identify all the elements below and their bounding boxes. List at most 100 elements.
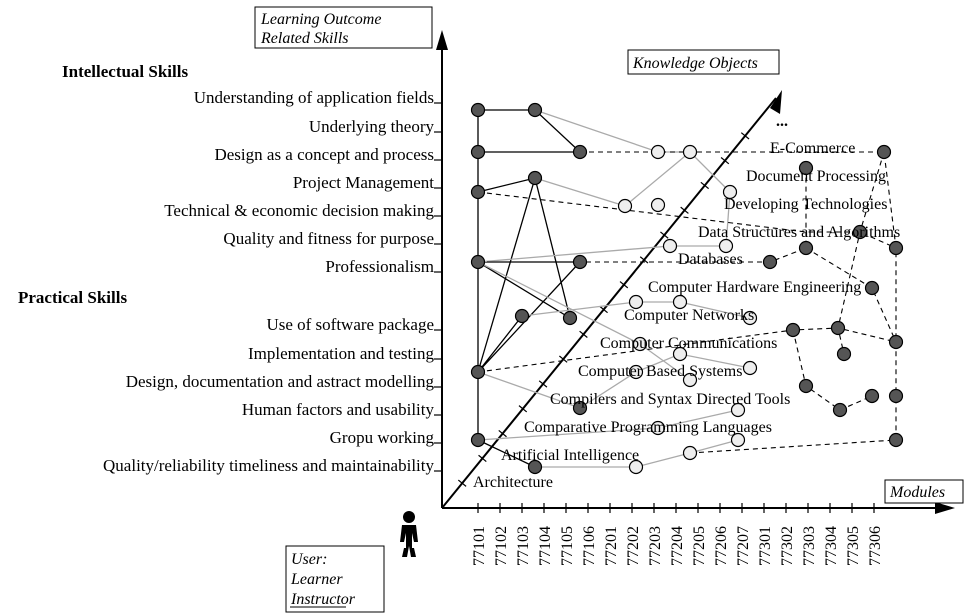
user-box-line-2: Learner (290, 571, 343, 588)
dark-node (762, 254, 778, 270)
dark-node (836, 346, 852, 362)
knowledge-object-label: Computer Based Systems (578, 363, 742, 380)
light-node (662, 238, 678, 254)
skill-label: Use of software package (266, 315, 434, 334)
module-label: 77204 (669, 526, 686, 566)
z-axis-ticks (457, 132, 750, 487)
nodes (470, 102, 904, 475)
dark-node (798, 378, 814, 394)
connection-line (477, 177, 536, 373)
knowledge-object-label: Artificial Intelligence (501, 447, 639, 464)
knowledge-object-label: E-Commerce (770, 140, 855, 157)
connection-line (535, 439, 739, 468)
axis-tick (740, 132, 750, 140)
dark-node (572, 144, 588, 160)
module-label: 77304 (823, 526, 840, 566)
skill-label: Project Management (293, 173, 434, 192)
practical-skills-heading: Practical Skills (18, 288, 127, 307)
connection-line (477, 439, 536, 468)
light-node (628, 294, 644, 310)
dark-node (830, 320, 846, 336)
knowledge-object-labels: Architecture Artificial Intelligence Com… (473, 113, 900, 491)
light-node (718, 238, 734, 254)
dark-node (572, 400, 588, 416)
skill-label: Technical & economic decision making (164, 201, 434, 220)
dark-node (514, 308, 530, 324)
knowledge-object-label: Architecture (473, 474, 553, 491)
skill-label: Underlying theory (309, 117, 435, 136)
light-node (632, 336, 648, 352)
axis-tick (619, 281, 629, 289)
module-label: 77203 (647, 526, 664, 566)
z-axis-arrow (770, 90, 782, 114)
dark-node (527, 170, 543, 186)
dark-node (785, 322, 801, 338)
y-axis-title-line-1: Learning Outcome (260, 11, 381, 28)
dark-node (852, 224, 868, 240)
knowledge-object-label: Comparative Programming Languages (524, 419, 772, 436)
intellectual-skill-labels: Understanding of application fields Unde… (164, 88, 434, 276)
light-node (650, 144, 666, 160)
user-box-line-3: Instructor (290, 591, 356, 608)
module-label: 77202 (625, 526, 642, 566)
dark-node (470, 432, 486, 448)
module-label: 77207 (735, 526, 752, 566)
axis-tick (579, 330, 588, 338)
dark-node (864, 388, 880, 404)
z-axis-title: Knowledge Objects (632, 55, 758, 72)
light-node (682, 445, 698, 461)
dark-node (876, 144, 892, 160)
dark-node (470, 102, 486, 118)
knowledge-object-label: Document Processing (746, 168, 886, 185)
skill-label: Human factors and usability (242, 400, 435, 419)
module-label: 77103 (515, 526, 532, 566)
module-label: 77301 (757, 526, 774, 566)
axes (434, 30, 955, 514)
light-node (742, 360, 758, 376)
skill-label: Understanding of application fields (194, 88, 434, 107)
dark-node (470, 254, 486, 270)
light-node (672, 346, 688, 362)
skill-label: Design as a concept and process (214, 145, 434, 164)
light-node (650, 197, 666, 213)
light-node (742, 310, 758, 326)
light-node (617, 198, 633, 214)
module-label: 77303 (801, 526, 818, 566)
module-label: 77306 (867, 526, 884, 566)
dark-node (832, 402, 848, 418)
module-label: 77106 (581, 526, 598, 566)
axis-tick (457, 479, 467, 487)
light-node (730, 432, 746, 448)
dark-node (888, 334, 904, 350)
x-axis-arrow (935, 502, 955, 514)
light-node (672, 294, 688, 310)
module-label: 77102 (493, 526, 510, 566)
connection-line (477, 371, 581, 409)
skill-label: Design, documentation and astract modell… (126, 372, 435, 391)
dark-node (888, 388, 904, 404)
knowledge-object-label: Computer Networks (624, 307, 754, 324)
axis-tick (700, 181, 709, 190)
skill-label: Gropu working (330, 428, 435, 447)
dark-node (798, 160, 814, 176)
knowledge-object-label: ... (776, 113, 788, 130)
module-label: 77104 (537, 526, 554, 566)
axis-tick (720, 157, 730, 165)
module-label: 77201 (603, 526, 620, 566)
axis-tick (639, 256, 649, 264)
module-label: 77302 (779, 526, 796, 566)
dark-node (527, 459, 543, 475)
user-box: User: Learner Instructor (285, 545, 385, 613)
dark-node (864, 280, 880, 296)
skill-label: Quality/reliability timeliness and maint… (103, 456, 434, 475)
module-label: 77305 (845, 526, 862, 566)
x-axis-title-box: Modules (884, 479, 964, 504)
y-axis-title-line-2: Related Skills (260, 30, 349, 47)
z-axis (441, 97, 777, 509)
module-label: 77206 (713, 526, 730, 566)
dark-node (470, 184, 486, 200)
y-axis-title-box: Learning Outcome Related Skills (254, 6, 433, 49)
dark-node (562, 310, 578, 326)
connection-line (689, 396, 897, 454)
module-labels: 77101 77102 77103 77104 77105 77106 7720… (471, 526, 884, 566)
